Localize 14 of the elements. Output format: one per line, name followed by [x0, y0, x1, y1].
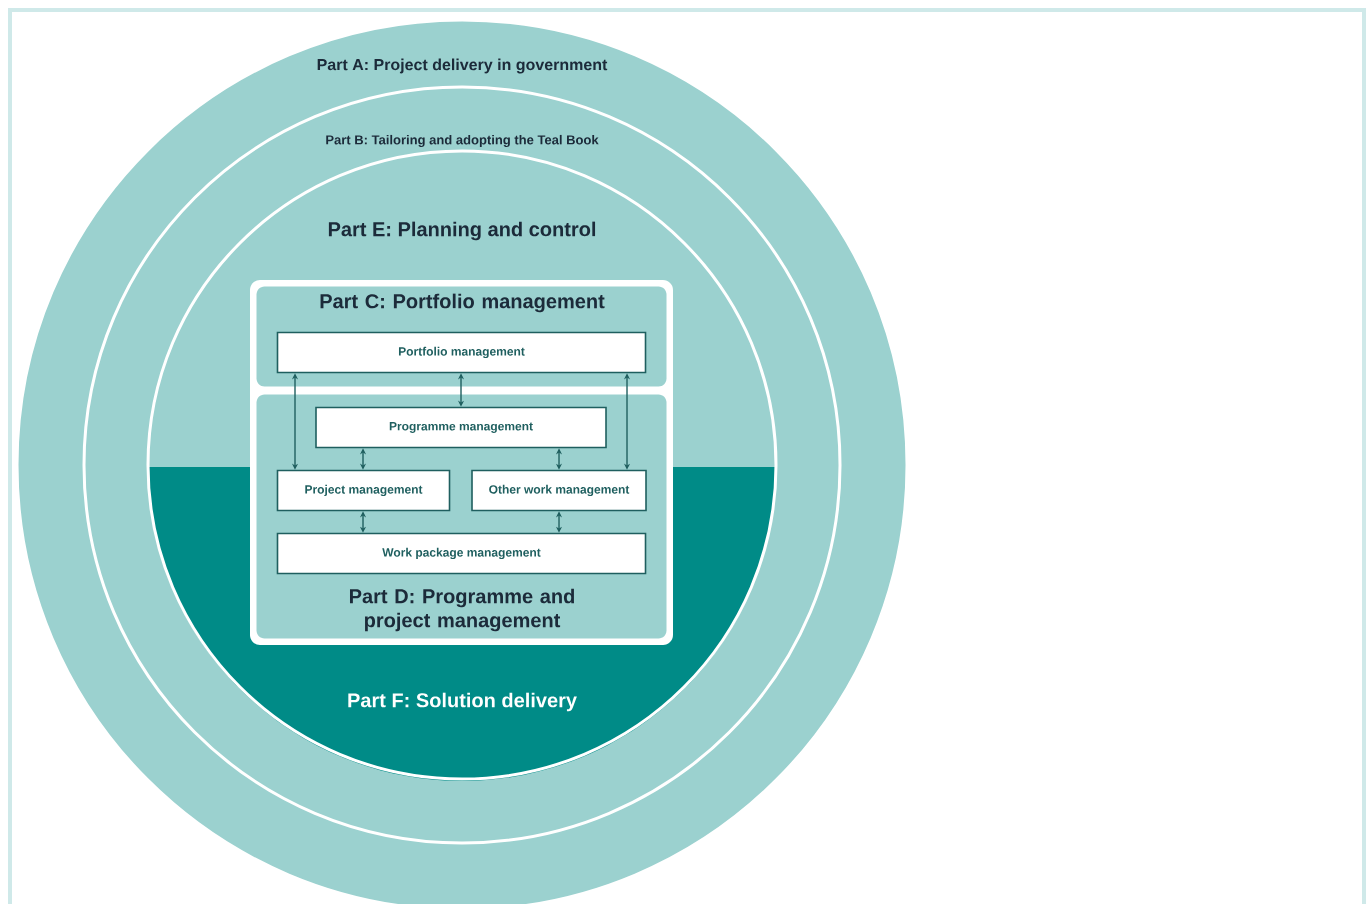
process-box: Other work management	[471, 469, 647, 512]
double-arrow	[457, 373, 465, 407]
double-arrow	[359, 511, 367, 533]
process-box: Work package management	[276, 532, 647, 575]
process-box: Portfolio management	[276, 331, 647, 374]
section-heading: Part E: Planning and control	[328, 221, 596, 241]
double-arrow	[623, 373, 631, 470]
process-box: Programme management	[315, 406, 607, 449]
double-arrow	[555, 448, 563, 470]
double-arrow	[291, 373, 299, 470]
section-heading: Part F: Solution delivery	[348, 692, 577, 712]
double-arrow	[359, 448, 367, 470]
double-arrow	[555, 511, 563, 533]
process-box: Project management	[276, 469, 451, 512]
